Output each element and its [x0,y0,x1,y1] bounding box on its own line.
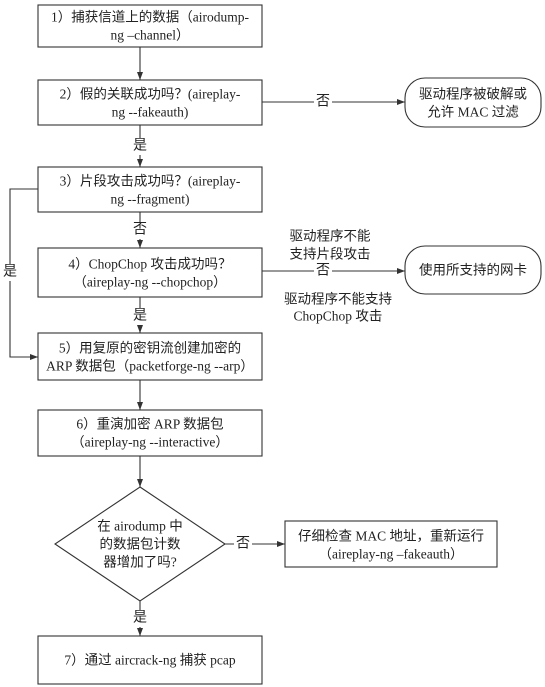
step-4: 4）ChopChop 攻击成功吗？ （aireplay-ng --chopcho… [37,247,263,298]
step-6-text-line-1: 6）重演加密 ARP 数据包 [76,416,223,432]
step-6: 6）重演加密 ARP 数据包 （aireplay-ng --interactiv… [37,409,263,457]
note-no-fragment-support-line-2: 支持片段攻击 [290,247,371,262]
step-6-text-line-2: （aireplay-ng --interactive） [71,435,229,450]
step-4-text-line-1: 4）ChopChop 攻击成功吗？ [68,257,231,272]
branch-notes: 驱动程序不能 支持片段攻击 驱动程序不能支持 ChopChop 攻击 [284,229,392,324]
step-2-box [37,79,263,126]
decision-text-line-1: 在 airodump 中 [97,519,183,534]
note-no-chopchop-support-line-2: ChopChop 攻击 [294,309,383,324]
step-6-box [37,409,263,457]
edge-label-background [314,263,332,280]
edge-label-step4-yes: 是 [133,309,147,324]
outcome-driver-cracked: 驱动程序被破解或 允许 MAC 过滤 [404,77,542,128]
edge-label-background [314,94,332,111]
step-1-text-line-2: ng –channel） [110,28,189,43]
outcome-driver-cracked-box [404,77,542,128]
edge-label-step3-no: 否 [133,223,147,238]
edge-label-background [131,138,149,155]
decision-text-line-3: 器增加了吗? [103,555,177,570]
decision: 在 airodump 中 的数据包计数 器增加了吗? [54,486,226,602]
step-3-text-line-2: ng --fragment) [110,192,189,207]
step-3: 3）片段攻击成功吗？(aireplay- ng --fragment) [37,166,263,213]
edge-label-background [131,308,149,325]
edge-label-decision-yes: 是 [133,611,147,626]
step-7: 7）通过 aircrack-ng 捕获 pcap [37,635,263,685]
edge-label-background [131,610,149,627]
note-no-fragment-support-line-1: 驱动程序不能 [290,229,371,244]
step-5-text-line-2: ARP 数据包（packetforge-ng --arp） [46,359,254,374]
edge-label-step2-yes: 是 [133,139,147,154]
decision-diamond [54,486,226,602]
step-2: 2）假的关联成功吗？(aireplay- ng --fakeauth) [37,79,263,126]
edge-labels: 是 否 是 是 否 否 否 是 [2,94,332,627]
edge-label-step4-no: 否 [316,264,330,279]
edge-label-background [131,222,149,239]
step-4-text-line-2: （aireplay-ng --chopchop） [73,275,226,290]
step-5: 5）用复原的密钥流创建加密的 ARP 数据包（packetforge-ng --… [37,332,263,381]
step-4-box [37,247,263,298]
step-5-box [37,332,263,381]
step-5-text-line-1: 5）用复原的密钥流创建加密的 [59,340,241,356]
connectors [9,47,405,636]
edge-label-step3-yes: 是 [3,265,17,280]
edge-label-step2-no: 否 [316,95,330,110]
outcome-driver-cracked-line-2: 允许 MAC 过滤 [427,105,519,120]
edge-label-background [2,264,18,281]
edge-label-decision-no: 否 [236,537,250,552]
decision-text-line-2: 的数据包计数 [100,537,181,552]
step-1: 1）捕获信道上的数据（airodump- ng –channel） [37,4,263,48]
outcome-check-mac-box [284,520,498,568]
outcome-check-mac-line-1: 仔细检查 MAC 地址，重新运行 [298,529,484,544]
step-7-box [37,635,263,685]
step-7-text-line-1: 7）通过 aircrack-ng 捕获 pcap [64,653,236,668]
step-1-text-line-1: 1）捕获信道上的数据（airodump- [51,10,249,25]
note-no-chopchop-support-line-1: 驱动程序不能支持 [284,292,392,307]
outcome-driver-cracked-line-1: 驱动程序被破解或 [419,87,527,102]
edge-label-background [234,536,252,553]
step-2-text-line-1: 2）假的关联成功吗？(aireplay- [60,87,241,102]
step-2-text-line-2: ng --fakeauth) [112,105,189,120]
step-3-text-line-1: 3）片段攻击成功吗？(aireplay- [60,174,241,189]
outcome-supported-card-line-1: 使用所支持的网卡 [419,262,527,278]
outcome-supported-card: 使用所支持的网卡 [404,245,542,295]
outcome-supported-card-box [404,245,542,295]
step-1-box [37,4,263,48]
outcome-check-mac-line-2: （aireplay-ng –fakeauth） [318,547,463,562]
outcome-check-mac: 仔细检查 MAC 地址，重新运行 （aireplay-ng –fakeauth） [284,520,498,568]
step-3-box [37,166,263,213]
